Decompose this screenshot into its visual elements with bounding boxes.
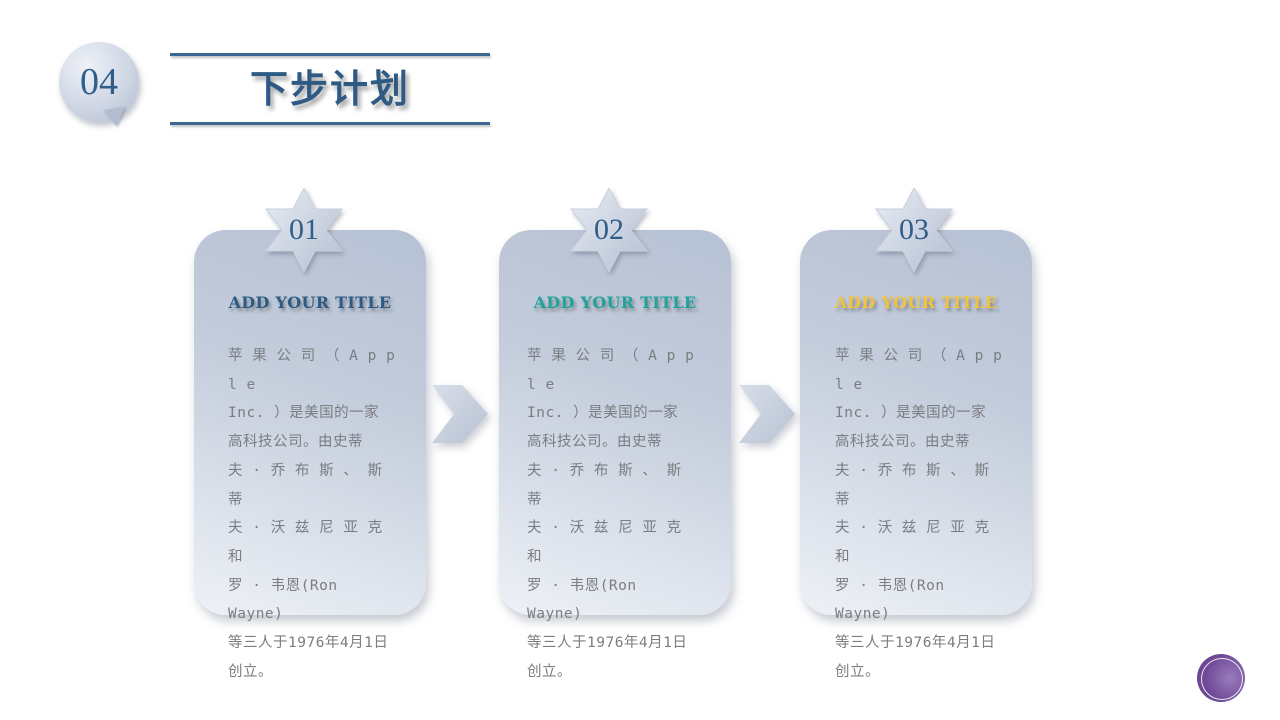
- step-card-2: 02 ADD YOUR TITLE 苹 果 公 司 （ A p p l e In…: [499, 188, 731, 680]
- card-body-text: 苹 果 公 司 （ A p p l e Inc. ）是美国的一家 高科技公司。由…: [835, 348, 1003, 680]
- card-title: ADD YOUR TITLE: [228, 293, 392, 312]
- step-number: 02: [594, 213, 624, 246]
- card-body-text: 苹 果 公 司 （ A p p l e Inc. ）是美国的一家 高科技公司。由…: [527, 348, 695, 680]
- six-point-star-icon: 02: [565, 188, 653, 272]
- step-number: 03: [899, 213, 929, 246]
- section-number-badge: 04: [59, 42, 139, 122]
- card-title: ADD YOUR TITLE: [834, 293, 998, 312]
- six-point-star-icon: 01: [260, 188, 348, 272]
- title-rule-top: [170, 53, 490, 56]
- step-number: 01: [289, 213, 319, 246]
- card-body-text: 苹 果 公 司 （ A p p l e Inc. ）是美国的一家 高科技公司。由…: [228, 348, 396, 680]
- chevron-right-icon: [428, 383, 490, 445]
- step-card-3: 03 ADD YOUR TITLE 苹 果 公 司 （ A p p l e In…: [800, 188, 1032, 680]
- title-rule-bottom: [170, 122, 490, 125]
- circle-logo-icon[interactable]: [1197, 654, 1245, 702]
- chevron-right-icon: [735, 383, 797, 445]
- step-card-1: 01 ADD YOUR TITLE 苹 果 公 司 （ A p p l e In…: [194, 188, 426, 680]
- page-title: 下步计划: [249, 66, 410, 111]
- section-number: 04: [80, 61, 118, 103]
- six-point-star-icon: 03: [870, 188, 958, 272]
- card-title: ADD YOUR TITLE: [533, 293, 697, 312]
